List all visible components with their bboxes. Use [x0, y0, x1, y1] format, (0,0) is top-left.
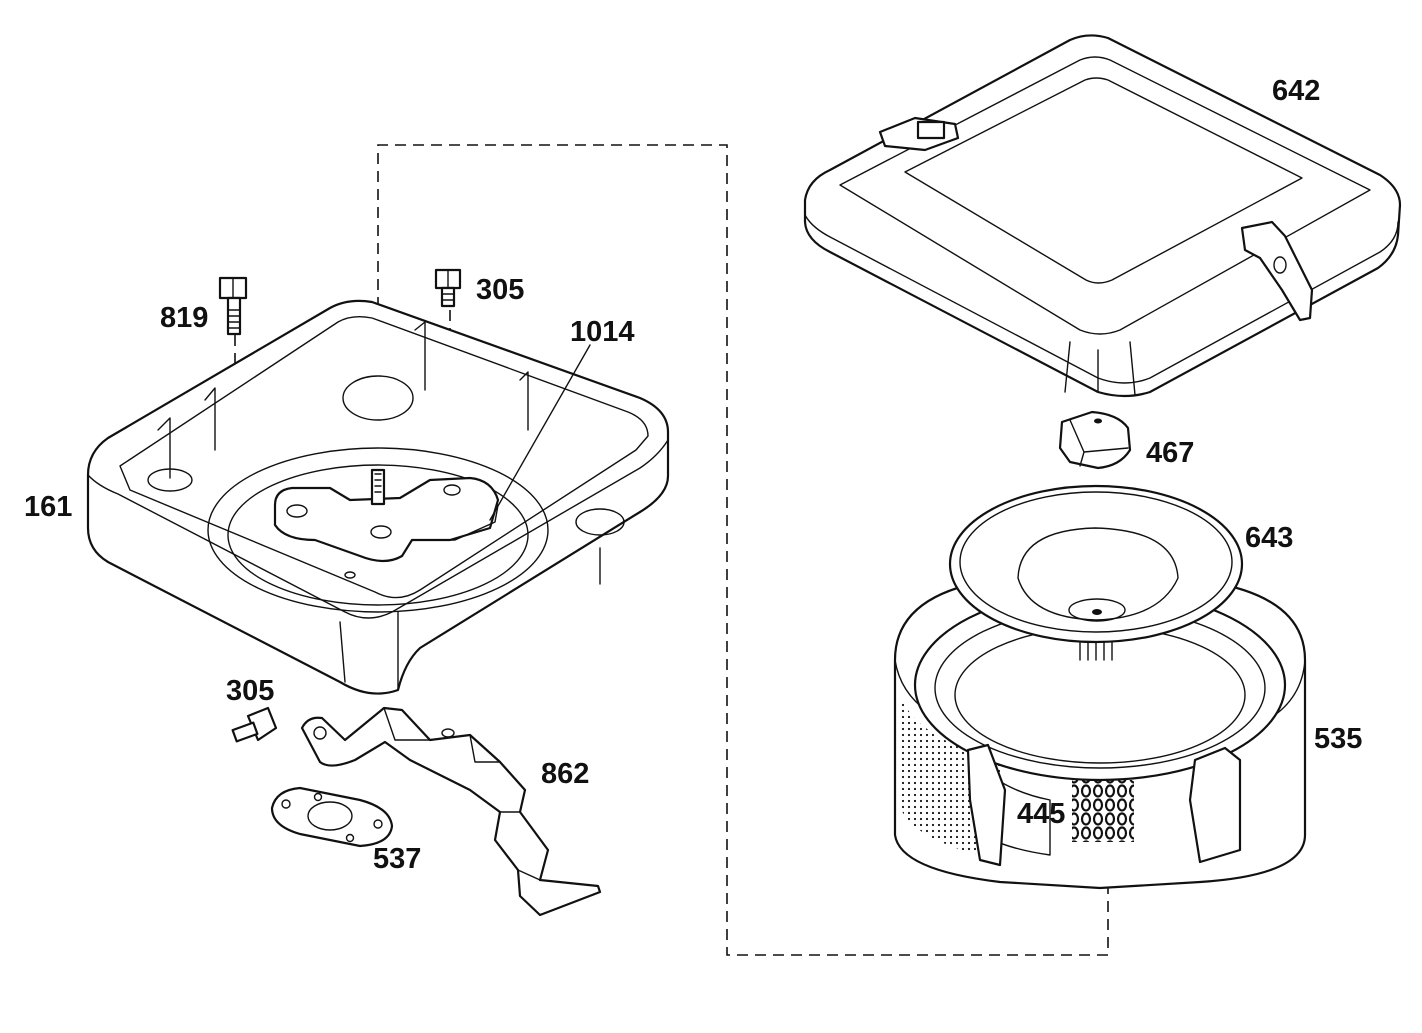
gasket-leader	[489, 344, 591, 521]
label-pre-cleaner: 535	[1314, 723, 1362, 755]
label-cover-plate: 643	[1245, 522, 1293, 554]
label-gasket-inner: 1014	[570, 316, 635, 348]
bolt-top	[434, 268, 462, 308]
label-bolt-bottom: 305	[226, 675, 274, 707]
bolt-bottom	[231, 706, 278, 743]
label-filter-element: 445	[1017, 798, 1065, 830]
label-bolt-top: 305	[476, 274, 524, 306]
label-bracket: 862	[541, 758, 589, 790]
pre-cleaner	[893, 572, 1307, 890]
bolt-long	[218, 276, 248, 336]
label-bolt-long: 819	[160, 302, 208, 334]
wing-nut	[1058, 410, 1132, 470]
gasket	[270, 786, 394, 848]
label-cover: 642	[1272, 75, 1320, 107]
label-base: 161	[24, 491, 72, 523]
bracket	[300, 706, 602, 917]
air-cleaner-cover	[803, 34, 1402, 398]
cover-plate	[948, 484, 1244, 661]
label-gasket: 537	[373, 843, 421, 875]
label-wing-nut: 467	[1146, 437, 1194, 469]
air-cleaner-base	[86, 299, 670, 695]
